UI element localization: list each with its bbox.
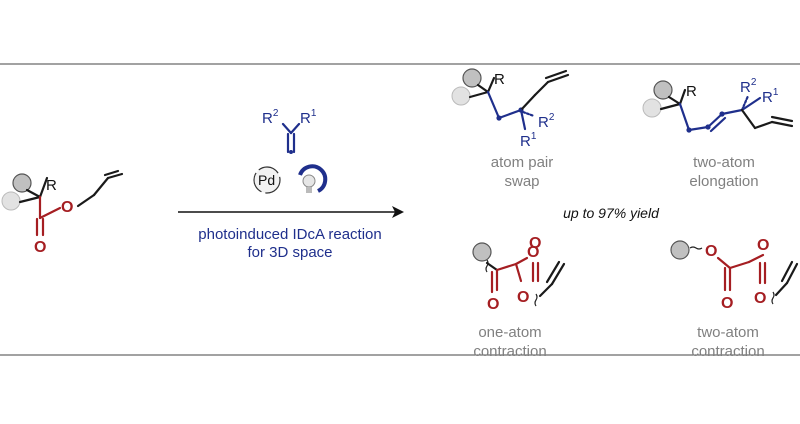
starting-allyl-ester: R O O xyxy=(1,169,124,256)
reagent-r2: R2 xyxy=(262,108,279,127)
label-two-atom-1: two-atom xyxy=(697,324,759,341)
substituent-ball-light xyxy=(1,191,21,211)
svg-text:R: R xyxy=(686,83,697,100)
pd-catalyst: Pd xyxy=(253,166,281,194)
r-label: R xyxy=(46,177,57,194)
label-atom-pair-1: atom pair xyxy=(491,154,554,171)
svg-text:O: O xyxy=(487,296,499,313)
light-bulb-icon xyxy=(298,164,328,193)
pd-label: Pd xyxy=(258,172,275,188)
svg-text:O: O xyxy=(721,295,733,312)
svg-text:O: O xyxy=(705,243,717,260)
substituent-ball-dark xyxy=(12,173,32,193)
label-elongation-2: elongation xyxy=(689,173,758,190)
reagent-r1: R1 xyxy=(300,108,317,127)
product-two-atom-elongation: R R2 R1 two-atom elongation xyxy=(642,77,794,190)
condition-line-1: photoinduced IDcA reaction xyxy=(198,226,381,243)
label-two-atom-2: contraction xyxy=(691,343,764,360)
svg-text:O: O xyxy=(517,289,529,306)
svg-text:O: O xyxy=(527,244,539,261)
product-two-atom-contraction: O O O O two-atom contraction xyxy=(670,237,799,360)
svg-text:R2: R2 xyxy=(538,112,555,131)
label-one-atom-1: one-atom xyxy=(478,324,541,341)
svg-text:O: O xyxy=(757,237,769,254)
label-atom-pair-2: swap xyxy=(504,173,539,190)
svg-text:R1: R1 xyxy=(520,131,537,150)
svg-text:R: R xyxy=(494,71,505,88)
yield-note: up to 97% yield xyxy=(563,205,660,221)
ester-o: O xyxy=(61,199,73,216)
label-elongation-1: two-atom xyxy=(693,154,755,171)
label-one-atom-2: contraction xyxy=(473,343,546,360)
svg-text:O: O xyxy=(529,235,541,252)
svg-text:R2: R2 xyxy=(740,77,757,96)
product-atom-pair-swap: R R2 R1 atom pair swap xyxy=(451,68,570,190)
pd-cycle-icon xyxy=(253,166,281,194)
svg-text:R1: R1 xyxy=(762,87,779,106)
condition-line-2: for 3D space xyxy=(247,244,332,261)
svg-text:O: O xyxy=(754,290,766,307)
product-one-atom-contraction: O O O O one-atom contraction xyxy=(472,235,566,360)
carbonyl-o: O xyxy=(34,239,46,256)
alkene-reagent: R2 R1 xyxy=(262,108,317,154)
reaction-arrow xyxy=(178,206,404,218)
